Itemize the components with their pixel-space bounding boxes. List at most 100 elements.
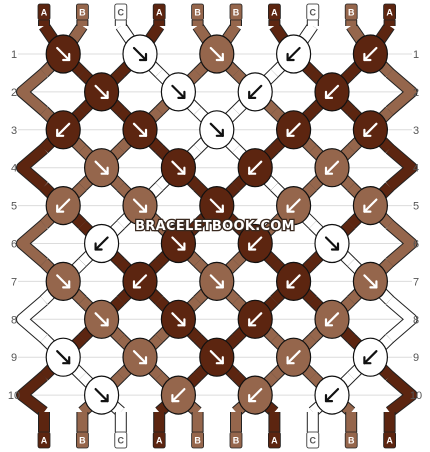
bottom-strand-tab [383, 431, 397, 449]
bottom-strand-tab [152, 431, 166, 449]
strand-segment [17, 145, 48, 191]
knot-arrow-head [177, 318, 186, 327]
knot-arrow-head [363, 52, 372, 62]
knot-arrow-head [248, 166, 257, 175]
top-strand-tab [267, 3, 281, 21]
bottom-strand-label: C [310, 436, 317, 446]
top-strand-label: B [79, 8, 86, 18]
knot-arrow [94, 236, 109, 251]
row-number-left: 7 [11, 276, 17, 288]
top-strand-label: B [194, 8, 201, 18]
strand-segment [386, 372, 417, 416]
bottom-strand-label: C [118, 436, 125, 446]
knot-arrow-head [56, 204, 65, 213]
top-strand-label: A [271, 8, 278, 18]
knot-arrow-head [248, 90, 257, 99]
bottom-strand-tab [306, 431, 320, 449]
knot-arrow-head [100, 90, 109, 99]
row-number-right: 8 [413, 314, 419, 326]
knot-arrow [56, 122, 71, 137]
knot-arrow [248, 388, 263, 403]
knot-arrow [363, 274, 378, 289]
strand-segment [386, 145, 417, 191]
top-strand-label: A [386, 8, 393, 18]
knot-arrow [132, 198, 148, 213]
knot-arrow [363, 350, 378, 365]
knot-arrow [171, 312, 186, 327]
top-strand-tab [152, 3, 166, 21]
knot-arrow [209, 274, 224, 289]
row-number-right: 1 [413, 49, 419, 61]
knot-arrow [286, 46, 301, 62]
knot-arrow-head [94, 242, 103, 251]
knot-arrow [209, 46, 224, 62]
row-number-right: 10 [410, 390, 422, 402]
knot-arrow-head [138, 204, 148, 213]
knot-arrow [209, 350, 224, 365]
knot-arrow [363, 198, 378, 213]
strand-segment [386, 296, 417, 343]
knot-arrow [286, 274, 301, 289]
row-number-left: 9 [11, 352, 17, 364]
knot-arrow [56, 46, 71, 62]
knot-arrow [248, 312, 263, 327]
strand-segment [17, 69, 48, 115]
knot-arrow [171, 84, 186, 100]
knot-arrow [171, 160, 186, 175]
top-strand-label: B [233, 8, 240, 18]
bottom-strand-label: A [41, 436, 48, 446]
top-strand-tab [191, 3, 205, 21]
row-number-right: 2 [413, 87, 419, 99]
knot-arrow-head [369, 280, 378, 289]
top-strand-tab [76, 3, 89, 21]
row-number-right: 9 [413, 352, 419, 364]
top-strand-label: B [348, 8, 355, 18]
top-strand-label: C [118, 8, 125, 18]
bottom-strand-label: B [233, 436, 240, 446]
knot-arrow [286, 122, 301, 137]
row-number-left: 4 [11, 163, 17, 175]
top-strand-label: C [310, 8, 317, 18]
row-number-left: 5 [11, 201, 17, 213]
knot-arrow-head [62, 356, 71, 365]
bottom-strand-tab [267, 431, 281, 449]
knot-arrow-head [363, 356, 372, 365]
bottom-strand-tab [76, 431, 89, 449]
knot-arrow [286, 350, 301, 365]
knot-arrow-head [138, 356, 148, 365]
knot-arrow-head [100, 166, 109, 175]
knot-arrow [56, 274, 71, 289]
knot-arrow-head [330, 242, 340, 251]
knot-arrow [248, 160, 263, 175]
row-number-left: 10 [8, 390, 20, 402]
bottom-strand-tab [114, 431, 128, 449]
bottom-strand-label: B [348, 436, 355, 446]
knot-arrow-head [56, 128, 65, 137]
top-strand-tab [37, 3, 51, 21]
row-number-right: 4 [413, 163, 419, 175]
bottom-strand-tab [37, 431, 51, 449]
knot-arrow [248, 84, 263, 100]
knot-arrow [324, 84, 340, 100]
row-number-right: 7 [413, 276, 419, 288]
knot-arrow-head [248, 242, 257, 251]
knot-arrow [132, 274, 148, 289]
knot-arrow [248, 236, 263, 251]
knot-arrow-head [363, 128, 372, 137]
knot-arrow [94, 312, 109, 327]
top-strand-label: A [156, 8, 163, 18]
knot-arrow [56, 350, 71, 365]
knot-arrow-head [215, 204, 224, 213]
strand-segment [17, 296, 48, 343]
top-strand-tab [229, 3, 243, 21]
knot-arrow [171, 388, 186, 403]
knot-arrow-head [132, 280, 142, 289]
knot-arrow-head [286, 356, 295, 365]
row-number-left: 2 [11, 87, 17, 99]
knot-arrow [94, 160, 109, 175]
knot-arrow [324, 312, 340, 327]
bottom-strand-label: A [156, 436, 163, 446]
